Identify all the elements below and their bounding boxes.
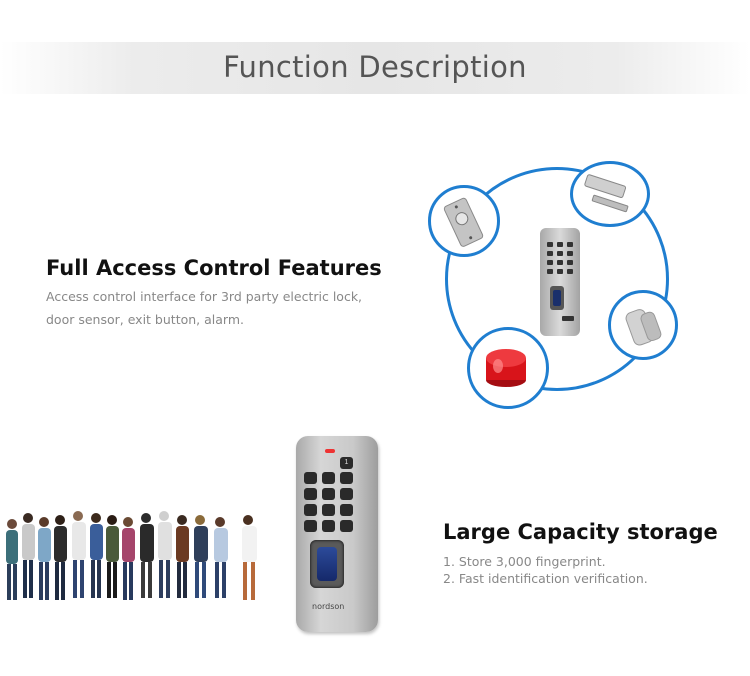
exit-button-icon [443, 197, 484, 247]
access-control-diagram [425, 155, 725, 415]
exit-button-bubble [428, 185, 500, 257]
title-banner [0, 42, 750, 94]
door-sensor-icon [625, 309, 662, 346]
key-3 [322, 472, 335, 484]
fingerprint-keypad-device: 1 nordson [296, 436, 378, 632]
large-capacity-heading: Large Capacity storage [443, 520, 718, 544]
key-9 [322, 504, 335, 516]
fingerprint-sensor-icon [310, 540, 344, 588]
key-10 [340, 504, 353, 516]
full-access-desc-line1: Access control interface for 3rd party e… [46, 289, 363, 304]
magnetic-lock-icon [584, 174, 629, 213]
key-13 [340, 520, 353, 532]
full-access-heading: Full Access Control Features [46, 256, 382, 280]
brand-label: nordson [312, 602, 345, 611]
alarm-bubble [467, 327, 549, 409]
capacity-item-1: 1. Store 3,000 fingerprint. [443, 554, 606, 569]
key-8 [304, 504, 317, 516]
key-4 [340, 472, 353, 484]
key-5 [304, 488, 317, 500]
key-6 [322, 488, 335, 500]
capacity-item-2: 2. Fast identification verification. [443, 571, 648, 586]
key-7 [340, 488, 353, 500]
center-keypad-image [540, 228, 580, 336]
keypad-keys-icon [547, 242, 574, 321]
key-11 [304, 520, 317, 532]
key-12 [322, 520, 335, 532]
people-queue-image [0, 508, 290, 608]
key-1: 1 [340, 457, 353, 469]
door-sensor-bubble [608, 290, 678, 360]
alarm-siren-icon [486, 349, 526, 387]
queue-of-people-icon [6, 511, 257, 600]
key-2 [304, 472, 317, 484]
page-title: Function Description [223, 50, 527, 84]
electric-lock-bubble [570, 161, 650, 227]
full-access-desc-line2: door sensor, exit button, alarm. [46, 312, 244, 327]
status-led [325, 449, 335, 453]
connection-ring [445, 167, 669, 391]
